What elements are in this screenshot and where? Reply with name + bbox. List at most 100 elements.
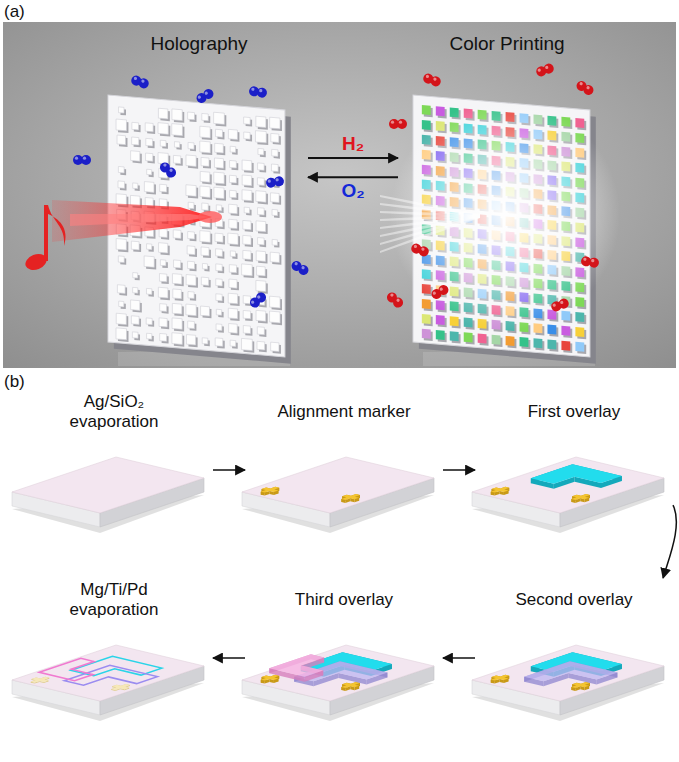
slab-side (12, 680, 100, 715)
alignment-marker-side (341, 685, 346, 690)
panel-label: (b) (4, 372, 25, 392)
pillar-shadow (133, 213, 141, 222)
pillar-shadow (452, 244, 461, 254)
metal-trace (64, 665, 157, 685)
pillar-shadow (438, 213, 447, 223)
atom-highlight (301, 266, 305, 270)
pillar-shadow (188, 337, 197, 347)
slab-side (472, 680, 560, 715)
alignment-marker-side (342, 495, 347, 500)
alignment-marker-side (341, 497, 346, 502)
pillar-shadow (273, 344, 281, 353)
nano-pillar (147, 244, 152, 250)
alignment-marker-side (505, 675, 509, 679)
pillar-shadow (466, 170, 475, 180)
alignment-marker-side (274, 678, 279, 683)
pillar-shadow (494, 173, 503, 183)
pillar-shadow (480, 172, 489, 182)
nano-pillar (464, 228, 473, 238)
nano-pillar (116, 194, 126, 206)
pillar-shadow (508, 129, 517, 139)
nano-pillar (464, 258, 473, 268)
alignment-marker-side (491, 680, 495, 684)
overlay-cyan-side (531, 464, 573, 483)
alignment-marker-side (492, 489, 496, 493)
pillar-shadow (160, 155, 170, 167)
nano-pillar (216, 294, 222, 301)
nano-pillar (118, 181, 125, 188)
step-panel: Color Printing (398, 30, 616, 350)
alignment-marker-side (342, 684, 346, 688)
atom (202, 87, 216, 101)
pillar-shadow (494, 292, 503, 302)
nano-pillar (270, 117, 280, 129)
pillar-shadow (508, 308, 517, 318)
alignment-marker-side (577, 495, 581, 499)
nano-pillar (131, 151, 140, 161)
nano-pillar (575, 327, 584, 337)
pillar-shadow (522, 220, 531, 230)
pillar-shadow (549, 207, 558, 217)
alignment-marker-side (125, 688, 130, 691)
alignment-marker-side (355, 686, 360, 691)
pillar-shadow (522, 324, 531, 334)
nano-pillar (547, 175, 556, 185)
pillar-shadow (494, 322, 503, 332)
nano-pillar (186, 304, 196, 316)
light-ray (380, 211, 480, 218)
atom (535, 65, 548, 78)
nano-pillar (272, 239, 277, 245)
pillar-shadow (424, 167, 433, 177)
pillar-shadow (494, 218, 503, 228)
nano-pillar (464, 317, 473, 327)
nano-pillar (520, 322, 529, 332)
pillar-shadow (577, 329, 586, 339)
pillar-shadow (563, 224, 572, 234)
alignment-marker (341, 682, 360, 688)
pillar-shadow (522, 160, 531, 170)
nano-pillar (561, 311, 570, 321)
overlay-pink-side (269, 654, 311, 673)
nano-pillar (436, 255, 445, 265)
pillar-shadow (273, 166, 280, 174)
alignment-marker (571, 494, 590, 500)
overlay-cyan-side (601, 664, 622, 676)
pillar-shadow (118, 315, 128, 326)
nano-pillar (146, 288, 151, 294)
nano-pillar (561, 326, 570, 336)
nano-pillar (575, 208, 584, 218)
board-edge (419, 102, 596, 364)
pillar-shadow (135, 185, 140, 191)
step-title: Alignment marker (277, 402, 410, 422)
pillar-shadow (424, 242, 433, 252)
alignment-marker-side (44, 678, 49, 681)
pillar-shadow (147, 200, 155, 209)
nano-pillar (506, 127, 515, 137)
step-title: Second overlay (515, 590, 632, 610)
alignment-marker-side (44, 680, 49, 683)
slab-side (330, 666, 434, 715)
nano-pillar (172, 124, 183, 136)
nano-pillar (215, 338, 223, 347)
pillar-shadow (161, 245, 170, 255)
pillar-shadow (118, 330, 129, 342)
pillar-shadow (424, 197, 433, 207)
nano-pillar (200, 216, 210, 227)
pillar-shadow (424, 301, 433, 311)
pillar-shadow (149, 246, 154, 252)
nano-pillar (158, 287, 168, 298)
atom (397, 119, 407, 129)
atom (290, 259, 304, 273)
pillar-shadow (424, 182, 433, 192)
pillar-shadow (438, 273, 447, 283)
pillar-shadow (480, 246, 489, 256)
pillar-shadow (452, 154, 461, 164)
pillar-shadow (274, 212, 280, 218)
pillar-shadow (272, 195, 281, 205)
pillar-shadow (549, 282, 558, 292)
alignment-marker-side (581, 494, 586, 499)
pillar-shadow (161, 231, 169, 240)
nano-pillar (173, 289, 182, 299)
nano-pillar (271, 133, 279, 142)
nano-pillar (133, 273, 138, 279)
